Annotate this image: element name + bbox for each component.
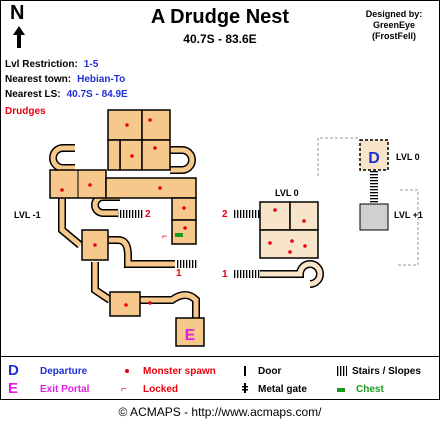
north-arrow-icon (13, 26, 25, 48)
legend-chest: Chest (356, 384, 384, 395)
map-coordinates: 40.7S - 83.6E (183, 32, 257, 46)
lvl-value: 1-5 (83, 59, 99, 70)
ls-value: 40.7S - 84.9E (66, 89, 128, 100)
compass-letter: N (10, 2, 25, 24)
compass: N (8, 2, 30, 48)
link-2-left: 2 (145, 209, 151, 220)
stairs-link-1-lvl0 (234, 270, 260, 278)
legend-departure-symbol: D (8, 362, 19, 379)
legend-stairs: Stairs / Slopes (352, 366, 421, 377)
town-label: Nearest town: (5, 74, 72, 85)
stairs-link-2-lvl0 (234, 210, 260, 218)
legend (0, 356, 440, 400)
designer-credit: Designed by: GreenEye (FrostFell) (352, 9, 436, 42)
door-gate-icons (242, 366, 248, 393)
gate-icon (244, 383, 246, 393)
nearest-ls: Nearest LS: 40.7S - 84.9E (5, 89, 128, 100)
legend-exit: Exit Portal (40, 384, 90, 395)
link-2-right: 2 (222, 209, 228, 220)
chest-marker (175, 233, 183, 237)
exit-marker: E (185, 327, 196, 344)
entrance-levels: D (317, 137, 419, 266)
spawns-minus1 (60, 118, 187, 307)
legend-door: Door (258, 366, 282, 377)
link-1-right: 1 (222, 269, 228, 280)
chest-icon (337, 388, 345, 392)
stairs-link-2-minus1 (118, 210, 144, 218)
spawn-icon (125, 369, 129, 373)
lock-icon: ⌐ (121, 384, 127, 395)
monster-types: Drudges (5, 106, 46, 117)
ls-label: Nearest LS: (5, 89, 61, 100)
level-0-rooms (234, 201, 324, 288)
label-lvl-plus1: LVL +1 (394, 210, 423, 220)
dungeon-map: E ⌐ (49, 109, 419, 347)
label-lvl-0-right: LVL 0 (396, 152, 420, 162)
departure-marker: D (368, 150, 380, 167)
town-value: Hebian-To (77, 74, 126, 85)
stairs-entrance (370, 170, 378, 204)
footer-credit: © ACMAPS - http://www.acmaps.com/ (118, 405, 322, 419)
label-lvl-minus1: LVL -1 (14, 210, 41, 220)
map-title: A Drudge Nest (150, 6, 290, 28)
legend-spawn: Monster spawn (143, 366, 216, 377)
link-1-left: 1 (176, 268, 182, 279)
legend-gate: Metal gate (258, 384, 307, 395)
lvl-label: Lvl Restriction: (5, 59, 78, 70)
designed-by-label: Designed by: (365, 9, 423, 19)
label-lvl-0-mid: LVL 0 (275, 188, 299, 198)
locked-marker: ⌐ (162, 231, 167, 241)
legend-exit-symbol: E (8, 380, 19, 397)
designer-alias: (FrostFell) (372, 31, 416, 41)
designer-name: GreenEye (372, 20, 416, 30)
lvl-restriction: Lvl Restriction: 1-5 (5, 59, 98, 70)
level-minus1-rooms: E ⌐ (49, 109, 205, 347)
stairs-link-1-minus1 (176, 260, 198, 268)
door-icon (244, 366, 246, 376)
nearest-town: Nearest town: Hebian-To (5, 74, 125, 85)
stairs-icon (337, 366, 347, 376)
legend-locked: Locked (143, 384, 179, 395)
legend-departure: Departure (40, 366, 88, 377)
